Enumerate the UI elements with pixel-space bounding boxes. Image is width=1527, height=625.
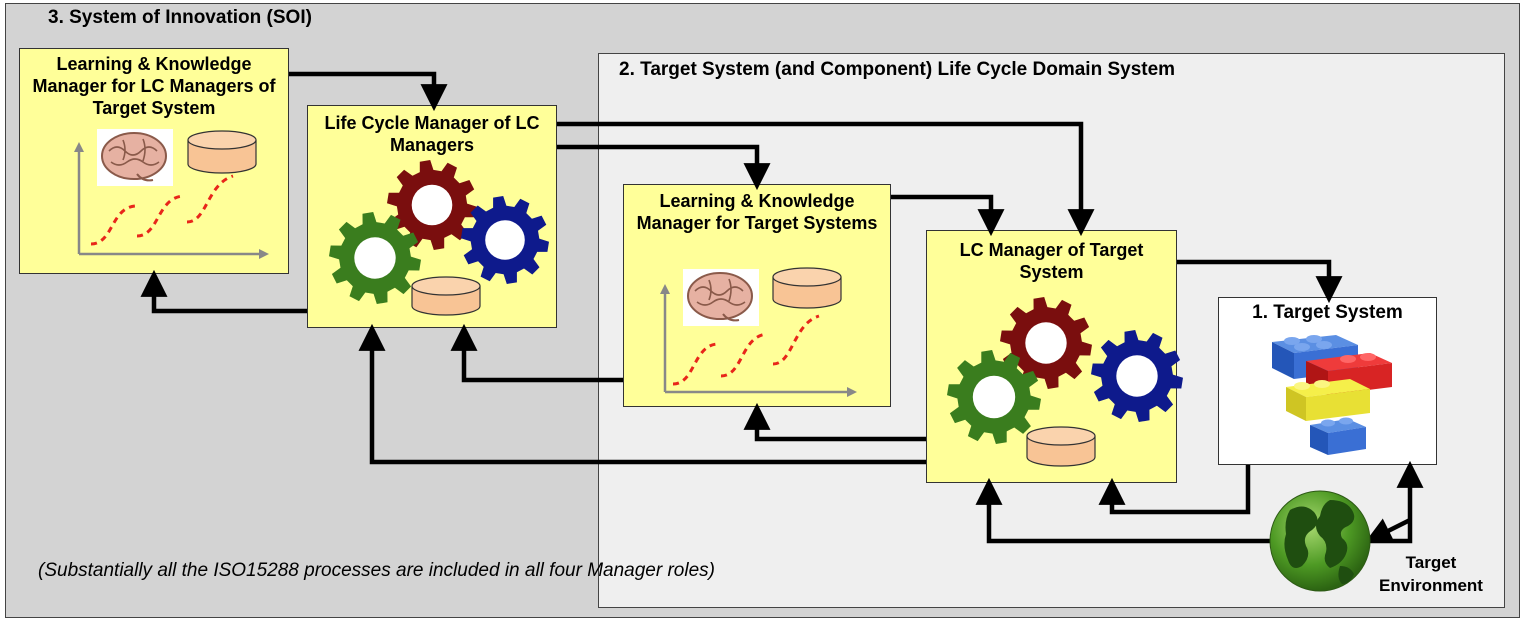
gear-icon [999,296,1092,389]
s-curve-chart-icon [659,283,857,397]
lk-manager-ts-title: Learning & Knowledge Manager for Target … [636,191,878,233]
lcm-of-lcm-box: Life Cycle Manager of LC Managers [307,105,557,328]
arrow-lk-lc-to-lcm-lcm [289,71,448,112]
lcm-target-system-title: LC Manager of Target System [959,240,1144,282]
iso-note: (Substantially all the ISO15288 processe… [38,560,715,581]
target-system-box: 1. Target System [1218,297,1437,465]
arrow-lcm-ts-to-lcm-lcm [358,323,926,465]
lk-manager-lc-box: Learning & Knowledge Manager for LC Mana… [19,48,289,274]
gear-icon [328,211,421,304]
gear-icon [386,159,477,250]
arrow-ts-to-lcm-ts [1098,465,1251,515]
arrow-lcm-lcm-to-lk-lc [140,269,307,314]
lc-domain-title: 2. Target System (and Component) Life Cy… [619,59,1176,80]
target-system-title: 1. Target System [1252,302,1403,323]
soi-title: 3. System of Innovation (SOI) [48,7,312,28]
gear-icon [460,195,549,284]
lego-bricks-icon [1271,334,1392,455]
gear-icon [946,349,1041,444]
arrow-lcm-lcm-to-lcm-ts [557,121,1095,237]
gear-icon [1090,329,1183,422]
lcm-of-lcm-title: Life Cycle Manager of LC Managers [324,113,540,155]
brain-icon [96,128,173,186]
arrow-lk-ts-to-lcm-ts [891,194,1005,237]
brain-icon [682,268,759,326]
database-icon [186,129,257,174]
arrow-env-to-lcm-ts [975,477,1270,544]
database-icon [771,266,842,309]
arrow-lcm-ts-to-ts [1177,259,1343,304]
s-curve-chart-icon [73,141,269,259]
database-icon [1025,425,1096,467]
lk-manager-ts-box: Learning & Knowledge Manager for Target … [623,184,891,407]
arrow-lk-ts-to-lcm-lcm [450,323,623,383]
arrow-lcm-ts-to-lk-ts [743,402,926,442]
database-icon [410,275,481,316]
arrow-lcm-lcm-to-lk-ts [557,144,771,191]
target-environment-label: Target Environment [1379,553,1483,595]
lk-manager-lc-title: Learning & Knowledge Manager for LC Mana… [32,54,276,118]
lcm-target-system-box: LC Manager of Target System [926,230,1183,483]
arrow-ts-to-env-head [1364,517,1412,543]
